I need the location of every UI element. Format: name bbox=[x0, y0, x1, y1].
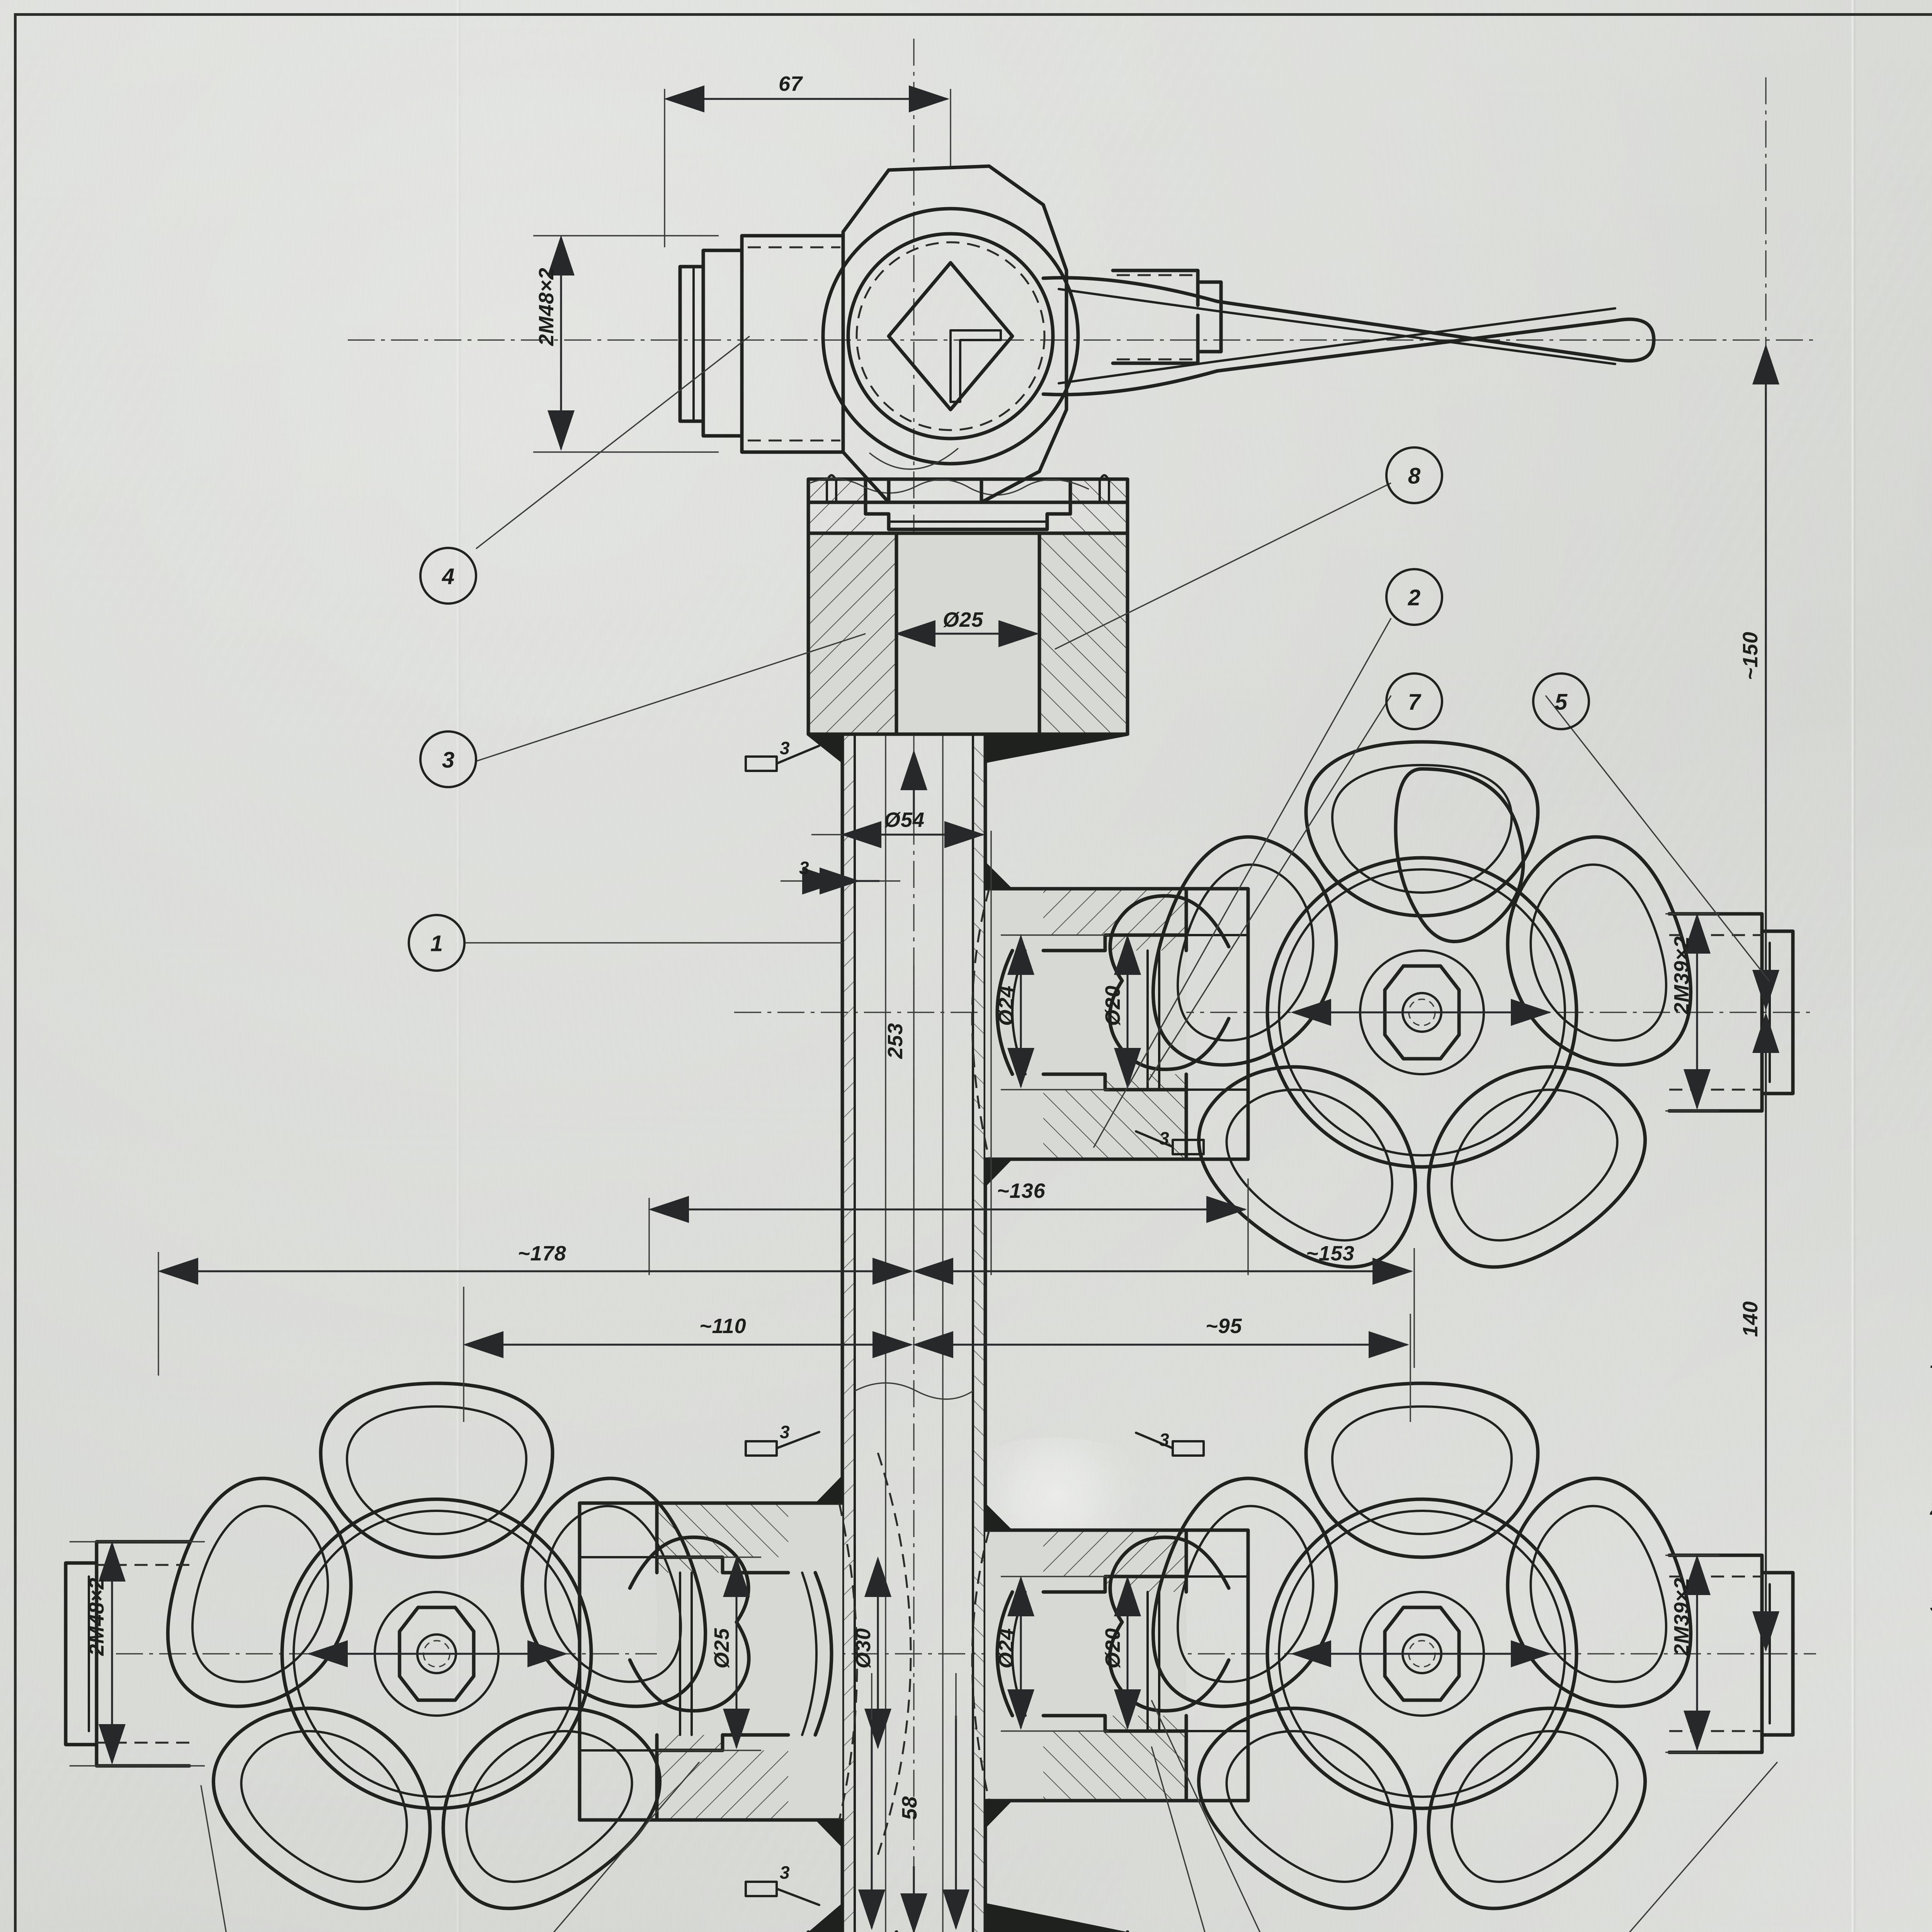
left-lower-branch-section bbox=[578, 1452, 912, 1855]
dim-pipe-od: Ø54 bbox=[884, 808, 925, 832]
dim-center-58: 58 bbox=[898, 1796, 921, 1820]
sheet-border bbox=[14, 13, 1932, 1932]
three-way-cock bbox=[678, 164, 1656, 504]
dim-left-25: Ø25 bbox=[710, 1628, 733, 1668]
dim-bore-top: Ø25 bbox=[943, 608, 983, 631]
dimension-text: 67 2М48×2 Ø25 Ø54 3 3 3 3 3 3 253 Ø24 Ø2… bbox=[85, 72, 1762, 1883]
dim-weld-3-left: 3 bbox=[780, 1422, 790, 1442]
dim-weld-3-bottom: 3 bbox=[780, 1862, 790, 1883]
balloon-callouts: 4 3 1 8 2 7 5 6 8 3 2 bbox=[200, 335, 1778, 1932]
dim-span-178: ~178 bbox=[518, 1242, 566, 1265]
dim-branch-24b: Ø24 bbox=[995, 1628, 1018, 1668]
dim-thread-right-mid: 2М39×2 bbox=[1670, 936, 1693, 1015]
dim-branch-20b: Ø20 bbox=[1101, 1628, 1124, 1668]
note-line-4: 2. В сборе с клапанами испытать на плотн… bbox=[1930, 1497, 1932, 1519]
dim-span-95: ~95 bbox=[1206, 1315, 1242, 1338]
balloon-4: 4 bbox=[442, 564, 454, 589]
dim-67: 67 bbox=[779, 72, 803, 95]
balloon-2: 2 bbox=[1408, 585, 1420, 611]
balloon-3: 3 bbox=[442, 748, 454, 773]
dim-span-136: ~136 bbox=[997, 1179, 1046, 1202]
dim-height-150: ~150 bbox=[1739, 631, 1762, 680]
dim-weld-3-top: 3 bbox=[780, 738, 790, 758]
dim-weld-3-right2: 3 bbox=[1159, 1430, 1169, 1450]
dim-span-110: ~110 bbox=[699, 1315, 747, 1338]
dim-thread-right-low: 2М39×2 bbox=[1670, 1577, 1693, 1656]
dim-branch-20: Ø20 bbox=[1101, 985, 1124, 1026]
bottom-boss-section bbox=[806, 1903, 1129, 1932]
dim-height-140: 140 bbox=[1739, 1301, 1762, 1337]
valve-left-lower bbox=[64, 1381, 751, 1910]
dim-span-153: ~153 bbox=[1306, 1242, 1355, 1265]
valve-right-lower bbox=[1108, 1381, 1795, 1910]
dim-thread-2m48x2-topleft: 2М48×2 bbox=[535, 267, 558, 346]
note-line-6: 3. Сварку производить электродами Э42 по… bbox=[1930, 1594, 1932, 1616]
dim-pipe-length: 253 bbox=[884, 1023, 907, 1059]
note-line-1: 1. Коллектор до установки клапанов дет. … bbox=[1930, 1350, 1932, 1372]
dimension-lines bbox=[70, 85, 1779, 1932]
notes-block: Примечания: 1. Коллектор до установки кл… bbox=[1930, 1350, 1932, 1616]
dim-thread-left-low: 2М48×2 bbox=[85, 1577, 108, 1656]
dim-wall-3: 3 bbox=[799, 858, 809, 878]
balloon-8: 8 bbox=[1408, 464, 1421, 489]
dim-branch-24: Ø24 bbox=[995, 985, 1018, 1026]
dim-left-30: Ø30 bbox=[852, 1628, 875, 1668]
balloon-5: 5 bbox=[1555, 690, 1568, 715]
balloon-1: 1 bbox=[430, 931, 443, 956]
dim-weld-3-right: 3 bbox=[1159, 1128, 1169, 1148]
balloon-7: 7 bbox=[1408, 690, 1422, 715]
